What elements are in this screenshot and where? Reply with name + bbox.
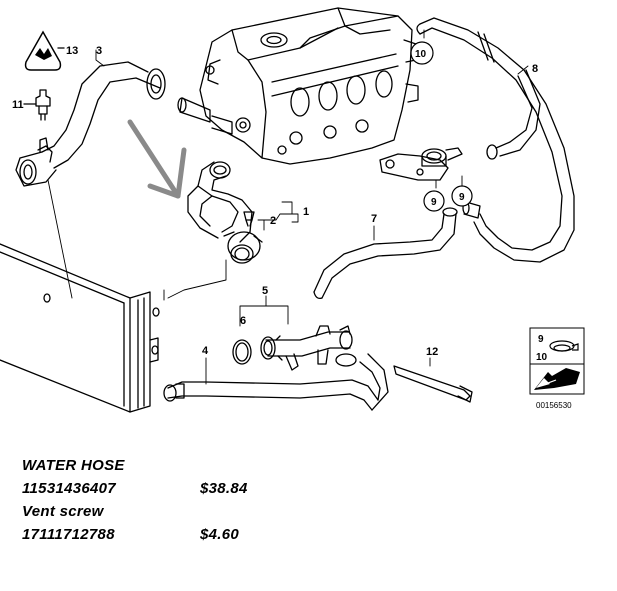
svg-text:9: 9 [431,197,437,208]
callouts: 1 2 3 4 5 6 7 8 11 12 13 10 9 9 [12,41,538,358]
callout-13: 13 [66,45,78,57]
callout-12: 12 [426,346,438,358]
part-2-vent-screw [243,211,255,227]
part-12-cable-tie [393,365,473,403]
part-3-upper-hose [15,61,166,187]
part-6-o-ring [232,339,252,365]
part-number-vent-screw: 17111712788 [22,526,115,543]
bracket [379,147,463,181]
engine-cylinder-head [177,7,419,165]
hose-clamp-icon [549,340,579,352]
legend-num-top: 9 [538,334,544,345]
callout-8: 8 [532,63,538,75]
callout-5: 5 [262,285,268,297]
price-water-hose: $38.84 [200,480,248,497]
part-5-pipe [260,325,353,371]
part-7-hose [313,207,458,300]
callout-3: 3 [96,45,102,57]
callout-9b-circle: 9 [451,185,473,207]
callout-1: 1 [303,206,309,218]
radiator [0,243,160,413]
callout-7: 7 [371,213,377,225]
part-name-vent-screw: Vent screw [22,503,104,520]
callout-6: 6 [240,315,246,327]
part-1-lower-hose [187,161,263,264]
diagram-doc-id: 00156530 [536,401,572,410]
legend-num-bottom: 10 [536,352,548,363]
part-name-water-hose: WATER HOSE [22,457,125,474]
parts-list-row: 17111712788 $4.60 [22,526,382,549]
svg-text:9: 9 [459,192,465,203]
callout-10-circle: 10 [410,41,434,65]
callout-4: 4 [202,345,209,357]
leader-lines [25,29,529,385]
legend-box: 9 10 [529,327,585,395]
part-4-hose [163,353,389,411]
warning-triangle-icon [24,30,62,71]
parts-list: WATER HOSE 11531436407 $38.84 Vent screw… [22,457,382,549]
callout-9a-circle: 9 [423,190,445,212]
parts-list-row: WATER HOSE [22,457,382,480]
part-11-sensor [23,89,51,121]
callout-11: 11 [12,99,24,111]
callout-2: 2 [270,215,276,227]
price-vent-screw: $4.60 [200,526,240,543]
svg-text:10: 10 [415,49,427,60]
parts-list-row: 11531436407 $38.84 [22,480,382,503]
part-number-water-hose: 11531436407 [22,480,116,497]
parts-list-row: Vent screw [22,503,382,526]
part-8-hose [416,17,575,263]
tool-arrow-icon [534,368,580,390]
highlight-arrow-icon [127,119,187,199]
